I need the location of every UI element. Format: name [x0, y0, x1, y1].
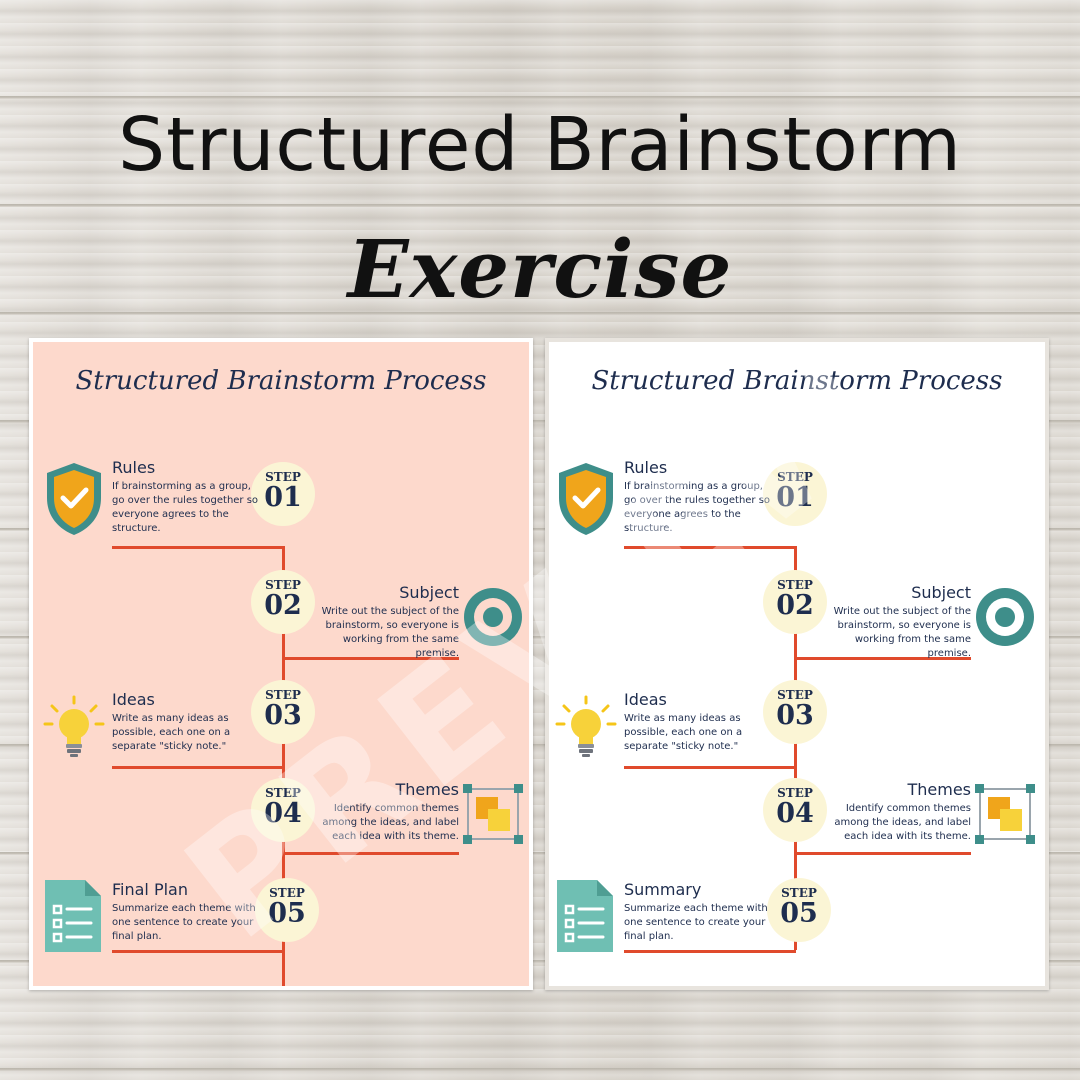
section-description: Write as many ideas as possible, each on… — [624, 713, 743, 752]
step-number: 04 — [264, 798, 302, 829]
step-badge-02: STEP 02 — [763, 570, 827, 634]
section-title: Summary — [624, 880, 702, 899]
card-title: Structured Brainstorm Process — [591, 366, 1003, 396]
step-number: 01 — [264, 482, 302, 513]
step-number: 01 — [776, 482, 814, 513]
step-label: STEP — [777, 578, 813, 592]
step-number: 04 — [776, 798, 814, 829]
step-label: STEP — [777, 688, 813, 702]
shield-check-icon — [559, 463, 613, 535]
step-label: STEP — [265, 470, 301, 484]
step-badge-01: STEP 01 — [251, 462, 315, 526]
section-title: Themes — [907, 780, 971, 799]
lightbulb-icon — [43, 695, 105, 757]
step-label: STEP — [265, 786, 301, 800]
section-title: Final Plan — [112, 880, 188, 899]
step-badge-04: STEP 04 — [251, 778, 315, 842]
step-number: 05 — [780, 898, 818, 929]
connector-line — [112, 950, 284, 953]
step-number: 02 — [264, 590, 302, 621]
checklist-document-icon — [45, 880, 101, 952]
step-label: STEP — [777, 470, 813, 484]
sticky-notes-icon — [463, 784, 523, 844]
step-label: STEP — [269, 886, 305, 900]
step-badge-01: STEP 01 — [763, 462, 827, 526]
sticky-notes-icon — [975, 784, 1035, 844]
section-description: Identify common themes among the ideas, … — [322, 803, 459, 842]
step-number: 05 — [268, 898, 306, 929]
connector-line — [285, 657, 459, 660]
step-label: STEP — [265, 688, 301, 702]
checklist-document-icon — [557, 880, 613, 952]
connector-line — [624, 766, 796, 769]
worksheet-card-white: Structured Brainstorm Process STEP 01 ST… — [545, 338, 1049, 990]
connector-line — [112, 546, 284, 549]
connector-line — [797, 657, 971, 660]
section-description: Write as many ideas as possible, each on… — [112, 713, 231, 752]
worksheet-card-pink: Structured Brainstorm Process STEP 01 ST… — [29, 338, 533, 990]
section-description: If brainstorming as a group, go over the… — [624, 481, 771, 534]
main-title: Structured Brainstorm — [118, 102, 962, 188]
lightbulb-icon — [555, 695, 617, 757]
step-number: 03 — [776, 700, 814, 731]
target-icon — [464, 588, 522, 646]
step-label: STEP — [781, 886, 817, 900]
step-badge-02: STEP 02 — [251, 570, 315, 634]
connector-line — [624, 546, 796, 549]
section-title: Themes — [395, 780, 459, 799]
section-title: Ideas — [624, 690, 667, 709]
section-description: Identify common themes among the ideas, … — [834, 803, 971, 842]
step-number: 03 — [264, 700, 302, 731]
timeline-line — [794, 546, 797, 950]
target-icon — [976, 588, 1034, 646]
section-description: Summarize each theme with one sentence t… — [112, 903, 256, 942]
connector-line — [285, 852, 459, 855]
step-badge-04: STEP 04 — [763, 778, 827, 842]
card-title: Structured Brainstorm Process — [75, 366, 487, 396]
connector-line — [112, 766, 284, 769]
step-label: STEP — [777, 786, 813, 800]
section-description: Summarize each theme with one sentence t… — [624, 903, 768, 942]
step-label: STEP — [265, 578, 301, 592]
section-title: Rules — [112, 458, 156, 477]
sub-title: Exercise — [347, 222, 733, 316]
step-badge-03: STEP 03 — [763, 680, 827, 744]
section-title: Rules — [624, 458, 668, 477]
step-number: 02 — [776, 590, 814, 621]
shield-check-icon — [47, 463, 101, 535]
step-badge-05: STEP 05 — [767, 878, 831, 942]
connector-line — [797, 852, 971, 855]
section-title: Subject — [399, 583, 459, 602]
section-title: Ideas — [112, 690, 155, 709]
section-description: If brainstorming as a group, go over the… — [112, 481, 259, 534]
section-title: Subject — [911, 583, 971, 602]
section-description: Write out the subject of the brainstorm,… — [321, 606, 459, 659]
step-badge-05: STEP 05 — [255, 878, 319, 942]
step-badge-03: STEP 03 — [251, 680, 315, 744]
connector-line — [624, 950, 796, 953]
section-description: Write out the subject of the brainstorm,… — [833, 606, 971, 659]
